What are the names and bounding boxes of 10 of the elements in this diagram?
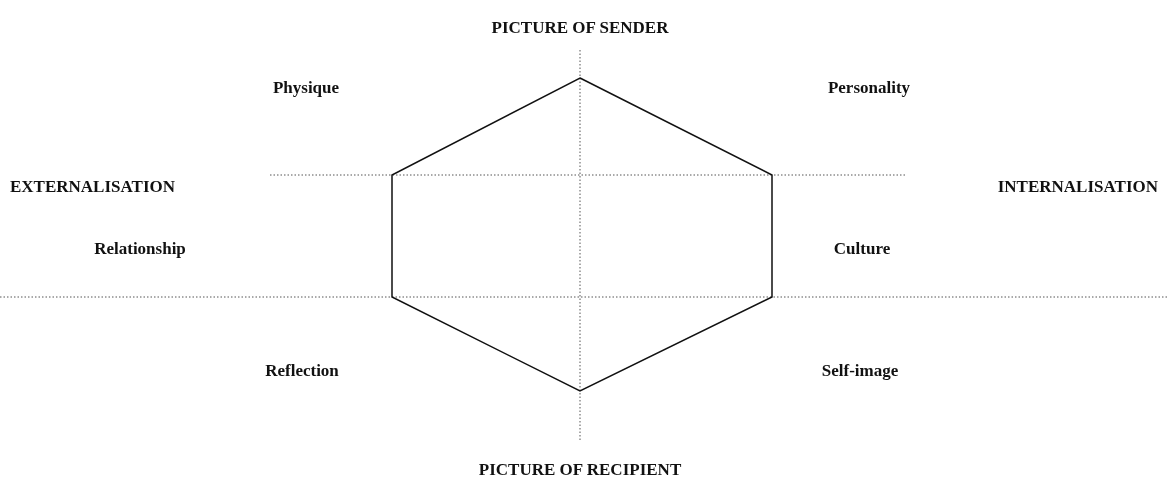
axis-label: PICTURE OF RECIPIENT: [478, 460, 682, 480]
facet-label: Relationship: [94, 239, 186, 259]
facet-label: Self-image: [821, 361, 899, 381]
facet-label: Physique: [272, 78, 340, 98]
axis-label: INTERNALISATION: [997, 177, 1158, 197]
facet-label: Reflection: [265, 361, 339, 381]
axis-label: EXTERNALISATION: [10, 177, 175, 197]
axis-label: PICTURE OF SENDER: [491, 18, 669, 38]
facet-label: Personality: [827, 78, 911, 98]
facet-label: Culture: [833, 239, 891, 259]
